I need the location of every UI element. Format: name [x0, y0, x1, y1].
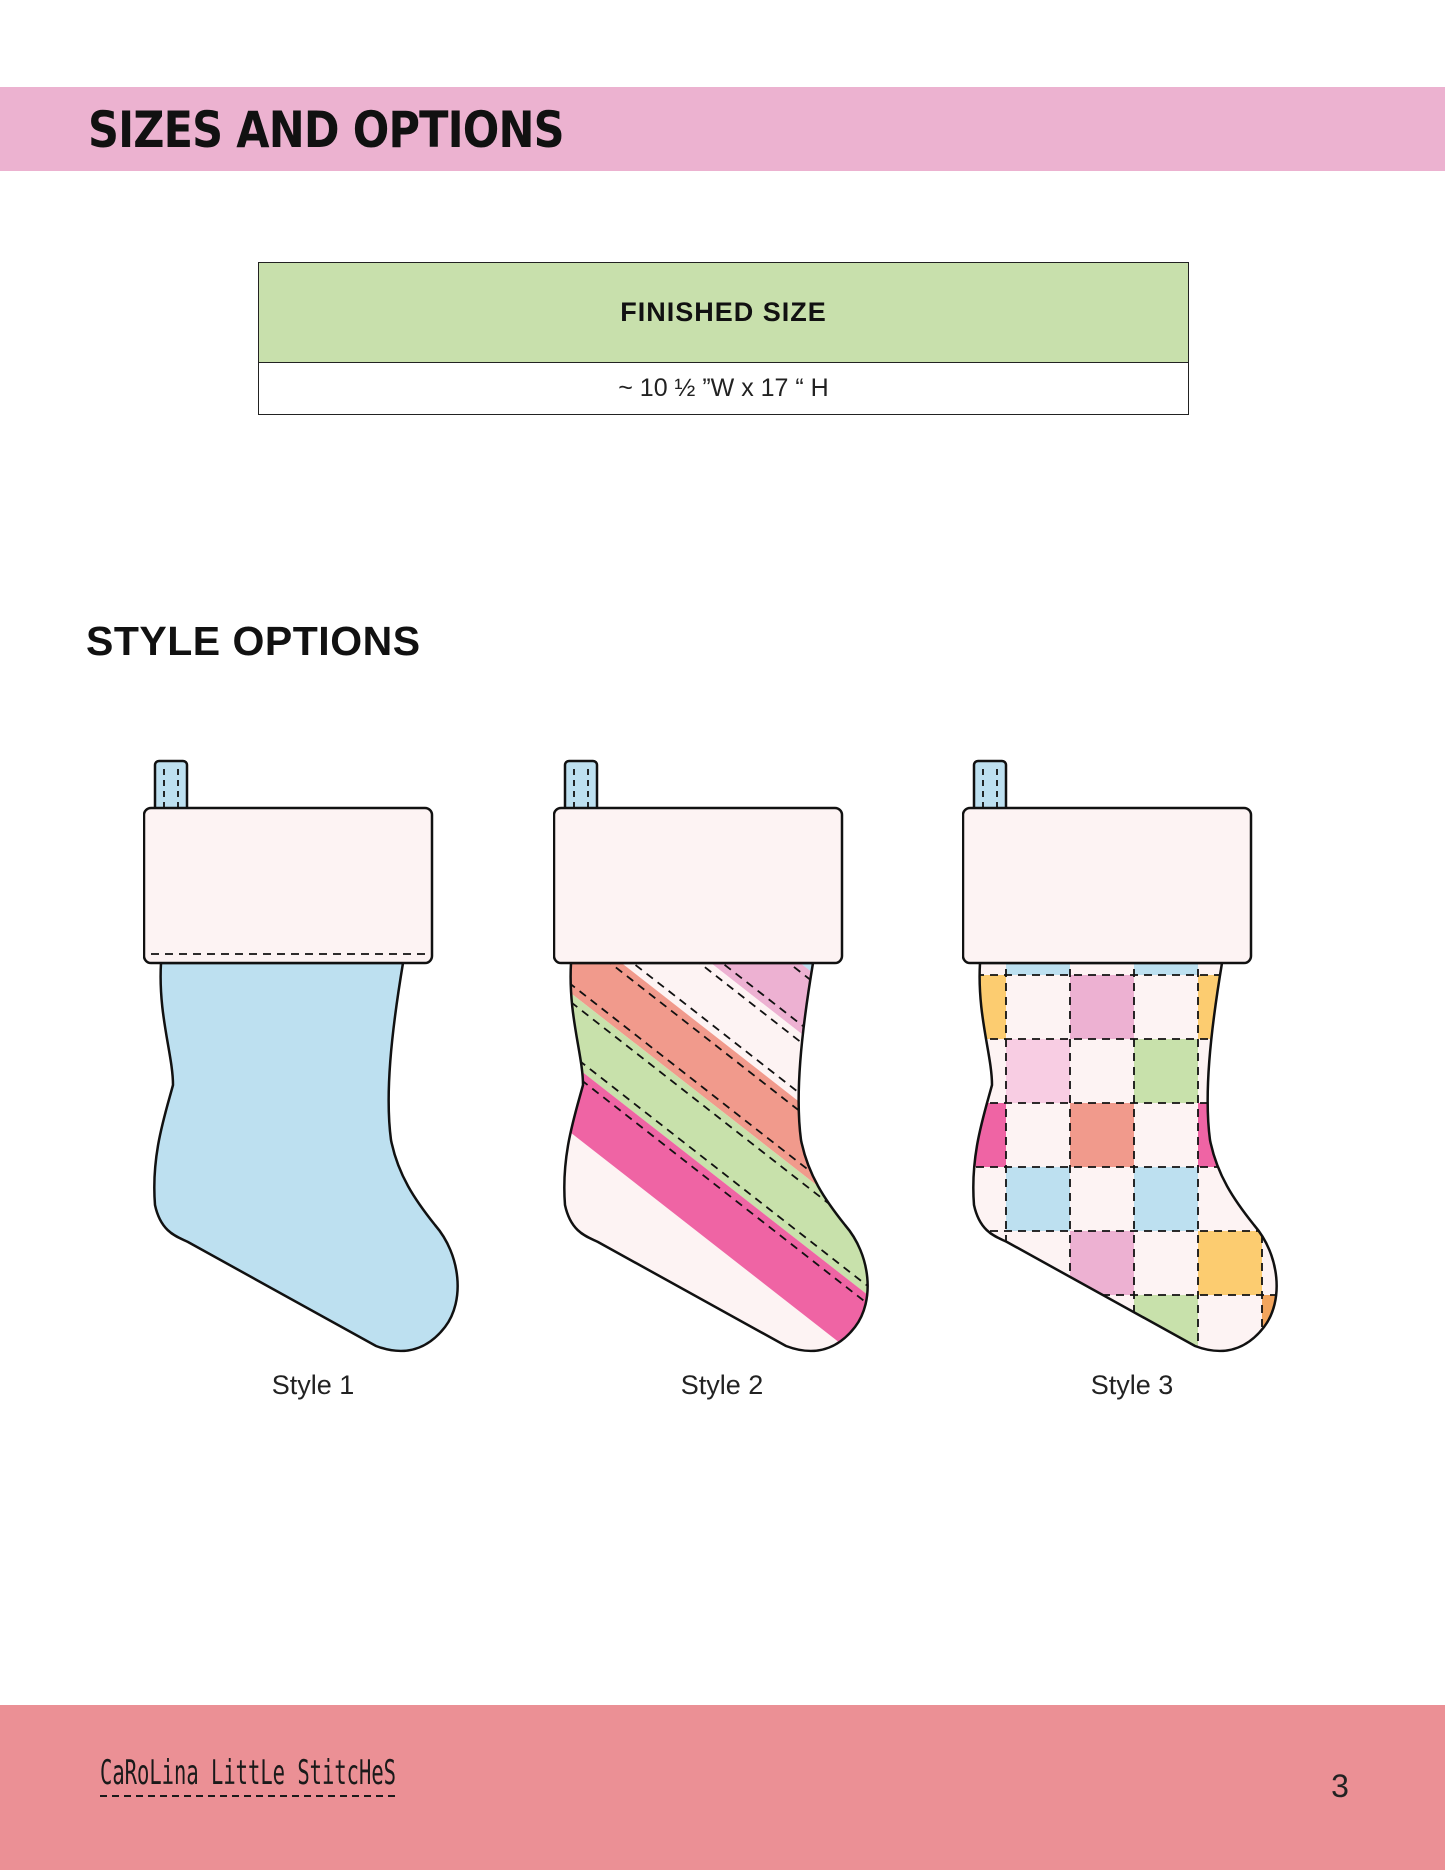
style-label-1: Style 1	[271, 1370, 355, 1400]
header-band	[0, 87, 1445, 171]
page-number: 3	[1331, 1768, 1349, 1804]
svg-text:CaRoLina LittLe StitcHeS: CaRoLina LittLe StitcHeS	[100, 1753, 396, 1793]
stocking-style-1	[143, 759, 459, 1353]
sock-body	[153, 961, 459, 1353]
stocking-style-2	[553, 759, 869, 1353]
stocking-cuff	[962, 806, 1253, 965]
stocking-cuff	[143, 806, 434, 965]
hanging-loop	[972, 759, 1008, 815]
finished-size-heading: FINISHED SIZE	[259, 263, 1188, 363]
finished-size-value: ~ 10 ½ ”W x 17 “ H	[259, 363, 1188, 414]
style-label-2: Style 2	[680, 1370, 764, 1400]
hanging-loop	[153, 759, 189, 815]
brand-logo: CaRoLina LittLe StitcHeS	[100, 1753, 396, 1797]
finished-size-table: FINISHED SIZE ~ 10 ½ ”W x 17 “ H	[258, 262, 1189, 415]
stocking-style-3	[962, 759, 1278, 1353]
style-options-heading: STYLE OPTIONS	[86, 618, 421, 664]
page-title: SIZES AND OPTIONS	[88, 101, 565, 159]
hanging-loop	[563, 759, 599, 815]
stocking-cuff	[553, 806, 844, 965]
footer-band	[0, 1705, 1445, 1870]
style-label-3: Style 3	[1090, 1370, 1174, 1400]
